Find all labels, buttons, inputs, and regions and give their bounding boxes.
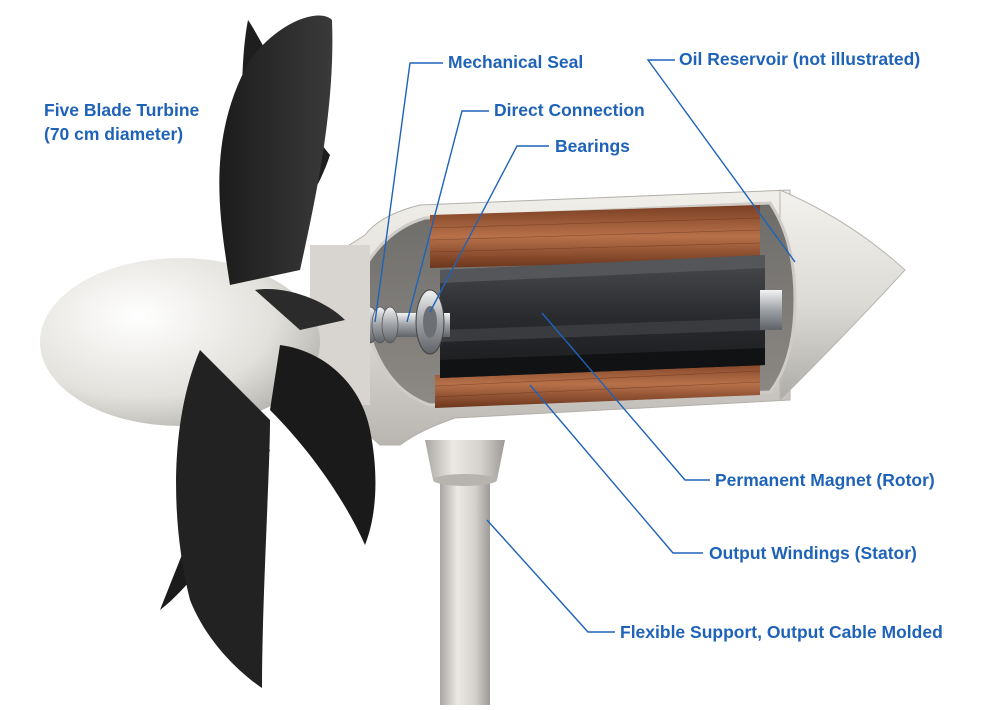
leader-line-output-windings	[529, 384, 703, 554]
label-five-blade-turbine-line1: Five Blade Turbine	[44, 100, 200, 120]
permanent-magnet-rotor	[440, 255, 765, 378]
leader-line-bearings	[429, 145, 549, 313]
label-five-blade-turbine: Five Blade Turbine (70 cm diameter)	[44, 98, 199, 146]
bearing-part	[415, 289, 445, 355]
leader-line-oil-reservoir	[646, 59, 796, 263]
leader-lines	[374, 59, 796, 633]
label-output-windings: Output Windings (Stator)	[709, 543, 917, 563]
support-pole	[425, 440, 505, 705]
label-mechanical-seal: Mechanical Seal	[448, 52, 584, 72]
label-oil-reservoir: Oil Reservoir (not illustrated)	[679, 49, 921, 69]
label-five-blade-turbine-line2: (70 cm diameter)	[44, 124, 184, 144]
leader-line-flexible-support	[486, 519, 615, 633]
leader-line-direct-connection	[406, 110, 489, 323]
label-direct-connection: Direct Connection	[494, 100, 645, 120]
leader-line-permanent-magnet	[541, 312, 710, 481]
label-bearings: Bearings	[555, 136, 630, 156]
turbine-front-blades	[176, 15, 376, 688]
label-flexible-support: Flexible Support, Output Cable Molded	[620, 622, 943, 642]
label-permanent-magnet: Permanent Magnet (Rotor)	[715, 470, 935, 490]
leader-line-mechanical-seal	[374, 62, 443, 323]
